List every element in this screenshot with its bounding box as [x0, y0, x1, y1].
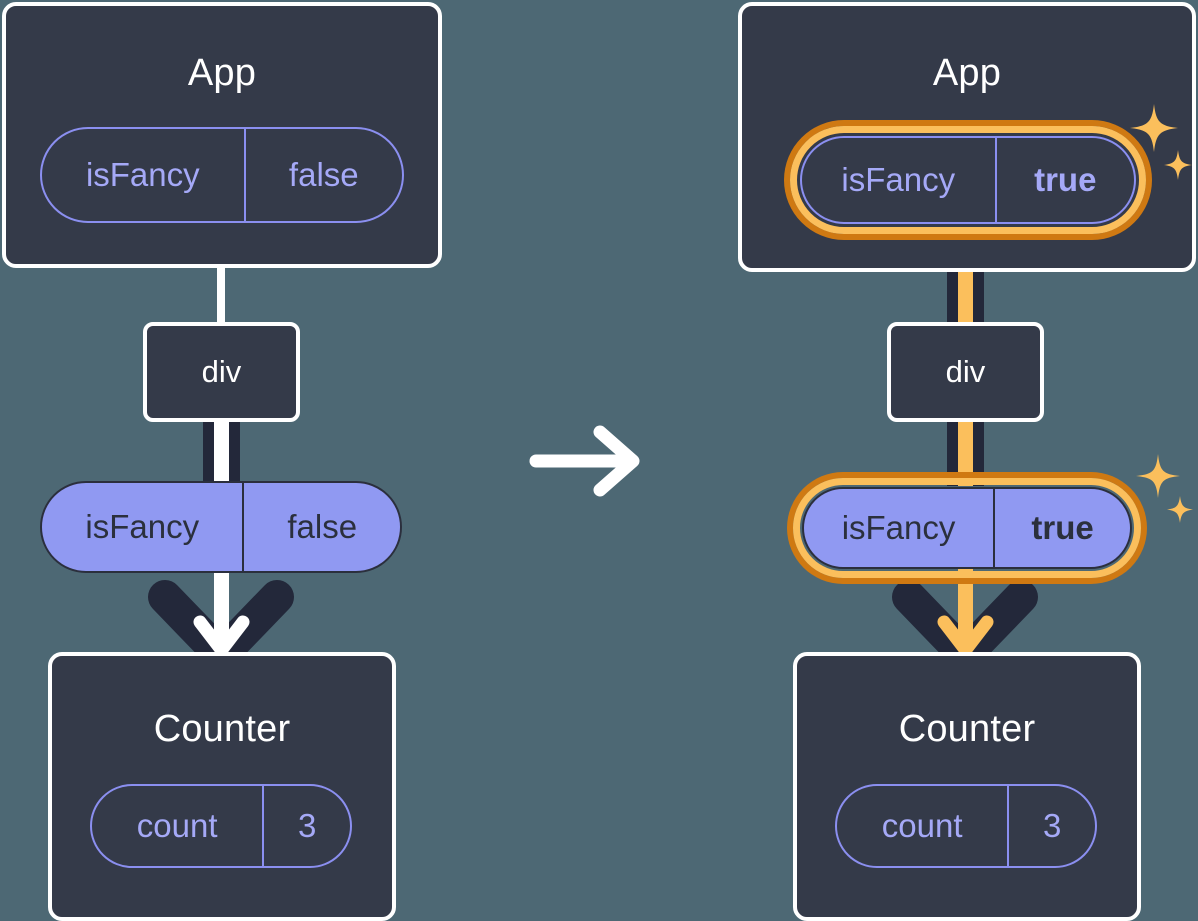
pill-key: isFancy: [85, 156, 200, 193]
div-label: div: [201, 354, 242, 389]
right-arrow-icon: [529, 425, 640, 497]
edge-app-to-div-left: [217, 264, 225, 324]
div-label: div: [945, 354, 986, 389]
arrow-white-left: [193, 568, 250, 657]
state-pill-isfancy-app-after[interactable]: isFancy true: [800, 136, 1136, 224]
prop-pill-isfancy-after[interactable]: isFancy true: [802, 487, 1132, 569]
pill-key: isFancy: [85, 508, 200, 545]
edge-div-to-pill-right-rail-b: [973, 412, 984, 486]
edge-div-to-pill-left-rail-a: [203, 418, 214, 484]
pill-value: 3: [1007, 786, 1095, 866]
prop-pill-isfancy-before[interactable]: isFancy false: [40, 481, 402, 573]
counter-component-box-after[interactable]: Counter: [793, 652, 1141, 921]
pill-value: false: [243, 129, 402, 221]
app-title-before: App: [187, 52, 257, 94]
sparkle-group-prop: [1132, 450, 1198, 538]
edge-div-to-pill-left-core: [214, 418, 229, 484]
sparkle-icon: [1136, 454, 1180, 498]
pill-key: isFancy: [841, 509, 956, 546]
counter-title-before: Counter: [153, 708, 291, 750]
transition-arrow: [528, 420, 648, 502]
counter-title-after: Counter: [898, 708, 1036, 750]
edge-div-to-pill-right-core: [958, 412, 973, 486]
pill-value: true: [994, 138, 1134, 222]
arrow-orange-right: [937, 568, 994, 657]
sparkle-group-app: [1126, 100, 1198, 192]
state-pill-isfancy-app-before[interactable]: isFancy false: [40, 127, 404, 223]
pill-value: true: [993, 489, 1130, 567]
sparkle-icon: [1130, 104, 1178, 152]
pill-key: count: [881, 807, 963, 844]
app-title-after: App: [932, 52, 1002, 94]
sparkle-icon: [1167, 496, 1193, 523]
div-element-box-after[interactable]: div: [887, 322, 1044, 422]
edge-div-to-pill-right-rail-a: [947, 412, 958, 486]
edge-div-to-pill-left-rail-b: [229, 418, 240, 484]
sparkle-icon: [1164, 150, 1192, 180]
pill-key: isFancy: [841, 161, 956, 198]
state-pill-count-before[interactable]: count 3: [90, 784, 352, 868]
pill-value: 3: [262, 786, 350, 866]
pill-key: count: [136, 807, 218, 844]
div-element-box-before[interactable]: div: [143, 322, 300, 422]
pill-value: false: [242, 483, 400, 571]
state-pill-count-after[interactable]: count 3: [835, 784, 1097, 868]
